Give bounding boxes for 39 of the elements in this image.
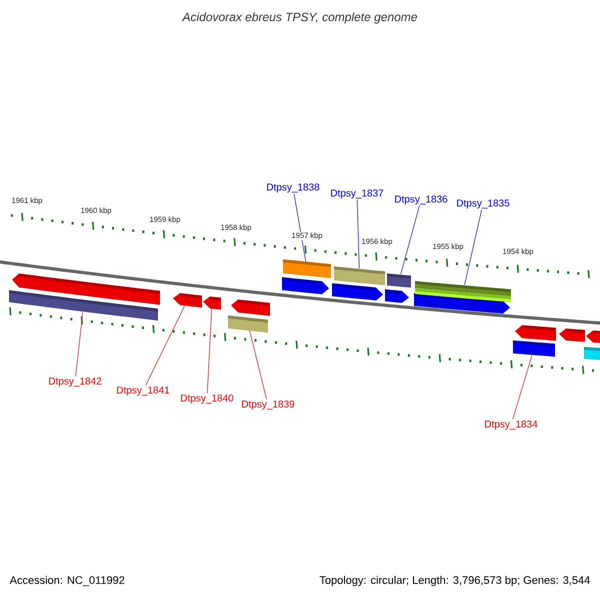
gene-label: Dtpsy_1840 <box>181 394 234 404</box>
gene-block <box>9 290 158 321</box>
gene-block <box>387 273 411 288</box>
gene-block <box>334 266 385 286</box>
gene-label: Dtpsy_1842 <box>49 377 102 387</box>
leader-line <box>512 354 532 420</box>
leader-line <box>146 306 185 386</box>
gene-block <box>283 259 331 278</box>
leader-line <box>356 199 360 269</box>
gene-label: Dtpsy_1835 <box>457 199 510 209</box>
leader-line <box>249 330 267 400</box>
gene-block <box>173 293 202 308</box>
gene-block <box>513 340 555 357</box>
gene-block <box>203 296 221 310</box>
footer-text: Topology: circular; Length: 3,796,573 bp; Genes: 3,544 <box>320 576 590 586</box>
gene-block <box>584 346 600 360</box>
gene-block <box>415 281 511 302</box>
leader-line <box>294 193 306 262</box>
gene-label: Dtpsy_1839 <box>242 400 294 410</box>
gene-block <box>228 315 268 333</box>
gene-label: Dtpsy_1836 <box>395 195 448 205</box>
gene-block <box>559 328 585 342</box>
title: Acidovorax ebreus TPSY, complete genome <box>182 12 418 24</box>
gene-block <box>231 300 270 316</box>
gene-label: Dtpsy_1834 <box>485 420 538 430</box>
leader-line <box>400 205 420 275</box>
gene-block <box>515 325 556 341</box>
gene-label: Dtpsy_1838 <box>267 183 320 193</box>
gene-block <box>12 273 160 305</box>
leader-line <box>207 308 212 394</box>
footer-text: Accession: NC_011992 <box>10 576 124 586</box>
gene-block <box>586 330 600 344</box>
gene-block <box>282 277 329 294</box>
gene-block <box>385 289 409 303</box>
leader-line <box>75 312 84 377</box>
gene-label: Dtpsy_1841 <box>117 386 170 396</box>
leader-line <box>464 209 482 286</box>
gene-block <box>332 283 383 300</box>
gene-label: Dtpsy_1837 <box>331 189 384 199</box>
